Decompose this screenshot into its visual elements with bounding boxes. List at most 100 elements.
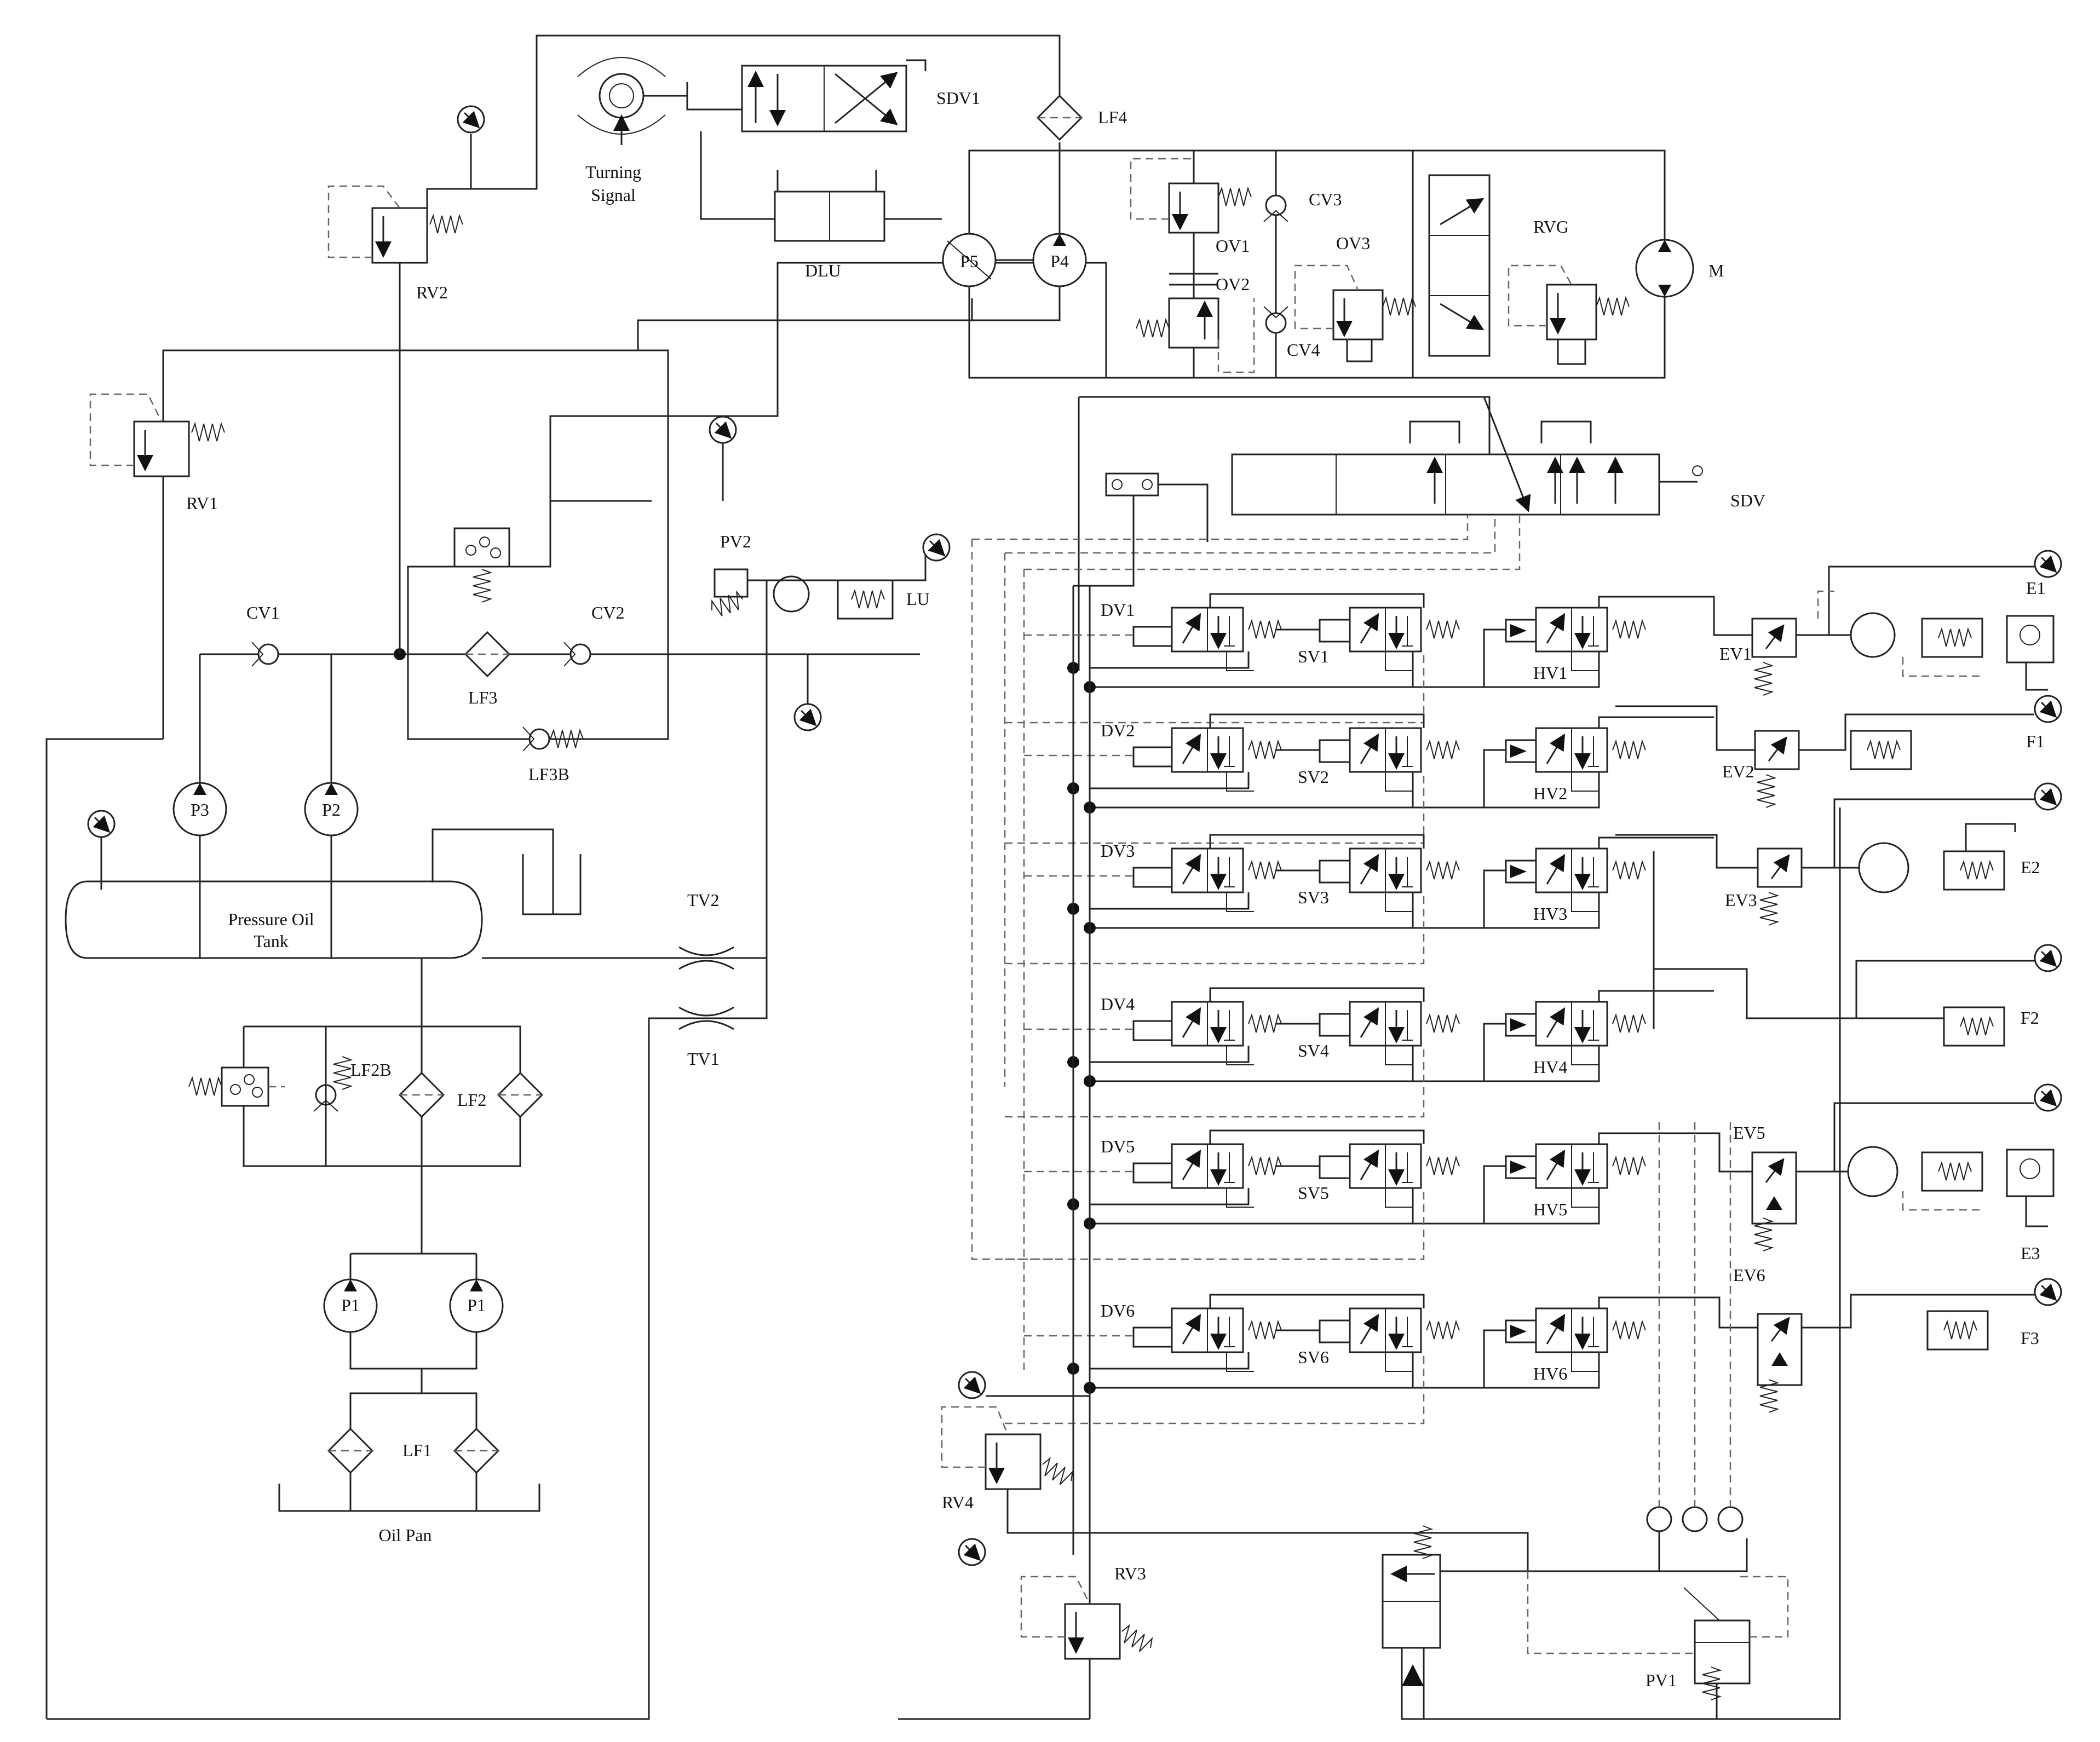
tv1-label: TV1	[687, 1049, 720, 1069]
directional-valve-dv6	[1172, 1308, 1282, 1352]
directional-valve-dv3	[1172, 849, 1282, 892]
cv1-label: CV1	[246, 603, 279, 622]
pressure-oil-tank: Pressure Oil Tank	[65, 880, 483, 959]
lf3-label: LF3	[468, 688, 497, 707]
e1-label: E1	[2026, 578, 2046, 598]
p1a-label: P1	[341, 1295, 360, 1315]
sv1-label: SV1	[1298, 647, 1329, 666]
sequence-valve-sv2	[1350, 728, 1460, 772]
f1-label: F1	[2026, 731, 2045, 751]
electro-valve-ev6	[1757, 1313, 1803, 1386]
dv1-label: DV1	[1101, 600, 1135, 620]
directional-valve-dv5	[1172, 1144, 1282, 1188]
tank-label-line1: Pressure Oil	[228, 909, 314, 929]
e3-label: E3	[2021, 1243, 2040, 1263]
bypass-indicator-lf2b	[221, 1066, 269, 1107]
dlu-label: DLU	[805, 261, 841, 280]
e3-gauge-icon	[2035, 1085, 2061, 1111]
sv2-label: SV2	[1298, 767, 1329, 787]
rv3-label: RV3	[1114, 1564, 1146, 1583]
hv1-label: HV1	[1533, 663, 1567, 683]
relief-valve-rv1: RV1	[89, 393, 225, 513]
lf4-label: LF4	[1098, 107, 1127, 127]
p1b-label: P1	[467, 1295, 486, 1315]
rv2-label: RV2	[416, 282, 448, 302]
pressure-valve-pv2	[714, 568, 749, 598]
dv2-label: DV2	[1101, 720, 1135, 740]
electro-valve-ev5	[1751, 1151, 1797, 1225]
ev1-label: EV1	[1719, 644, 1752, 664]
left-circuit: Pressure Oil Tank P3 P2 CV1 LF3 CV2	[45, 34, 1107, 1720]
relief-valve-rv2: RV2	[327, 185, 463, 302]
sv4-label: SV4	[1298, 1041, 1329, 1060]
lf2b-label: LF2B	[350, 1060, 392, 1080]
p5-gauge-icon	[710, 417, 736, 443]
overflow-valve-ov2	[1168, 297, 1219, 349]
pump-p2: P2	[304, 782, 359, 837]
rv3-gauge-icon	[959, 1539, 985, 1565]
rv2-gauge-icon	[458, 106, 484, 132]
cv2-label: CV2	[591, 603, 624, 622]
pv2-label: PV2	[720, 532, 751, 551]
filter-lf4	[1037, 95, 1083, 141]
overflow-valve-ov3	[1332, 289, 1384, 341]
p3-label: P3	[191, 800, 209, 820]
dv5-label: DV5	[1101, 1137, 1135, 1156]
lf1-label: LF1	[402, 1440, 431, 1460]
directional-valve-dv2	[1172, 728, 1282, 772]
directional-valve-dv4	[1172, 1002, 1282, 1046]
tv-gauge-icon	[795, 704, 821, 730]
cylinder-f2	[1943, 1006, 2005, 1047]
valve-rows: DV1SV1HV1DV2SV2HV2DV3SV3HV3DV4SV4HV4DV5S…	[1005, 593, 1714, 1424]
rv1-label: RV1	[186, 493, 218, 513]
f3-gauge-icon	[2035, 1279, 2061, 1305]
oil-pan-label: Oil Pan	[379, 1525, 432, 1545]
pv1-label: PV1	[1646, 1670, 1677, 1690]
sequence-valve-sv4	[1350, 1002, 1460, 1046]
sdv1-label: SDV1	[936, 88, 980, 108]
sv6-label: SV6	[1298, 1347, 1329, 1367]
sequence-valve-sv5	[1350, 1144, 1460, 1188]
bottom-circuit: RV4 RV3 PV1	[941, 1122, 1789, 1720]
p4-label: P4	[1050, 251, 1069, 271]
p5-label: P5	[960, 251, 979, 271]
sequence-valve-sv6	[1350, 1308, 1460, 1352]
lf2-label: LF2	[457, 1090, 486, 1110]
hold-valve-hv3	[1536, 849, 1646, 892]
cv3-label: CV3	[1309, 189, 1342, 209]
hold-valve-hv4	[1536, 1002, 1646, 1046]
ov3-label: OV3	[1336, 233, 1370, 253]
hold-valve-hv1	[1536, 608, 1646, 651]
ev3-label: EV3	[1725, 890, 1757, 910]
hold-valve-hv5	[1536, 1144, 1646, 1188]
e1-gauge-icon	[2035, 551, 2061, 577]
rv4-label: RV4	[942, 1492, 974, 1512]
ev6-label: EV6	[1733, 1265, 1765, 1285]
ov1-label: OV1	[1216, 236, 1250, 256]
tank-label-line2: Tank	[254, 931, 289, 951]
p2-label: P2	[322, 800, 341, 820]
accumulator-e1	[2006, 615, 2055, 664]
relief-valve-rv3	[1064, 1603, 1121, 1660]
hv4-label: HV4	[1533, 1057, 1567, 1077]
f1-gauge-icon	[2035, 696, 2061, 722]
lu-gauge-icon	[923, 534, 950, 561]
sdv-label: SDV	[1730, 491, 1765, 510]
dv4-label: DV4	[1101, 994, 1135, 1014]
e2-gauge-icon	[2035, 783, 2061, 810]
cv4-label: CV4	[1287, 340, 1320, 360]
filter-lf1-right	[453, 1428, 499, 1474]
tv2-label: TV2	[687, 890, 720, 910]
filter-lf1-left	[327, 1428, 373, 1474]
cylinder-f3	[1926, 1310, 1989, 1351]
f3-label: F3	[2021, 1328, 2039, 1348]
lf3b-label: LF3B	[528, 764, 569, 784]
turning-signal-icon	[599, 73, 645, 119]
f2-label: F2	[2021, 1008, 2039, 1028]
accumulator-e3	[2006, 1149, 2055, 1197]
